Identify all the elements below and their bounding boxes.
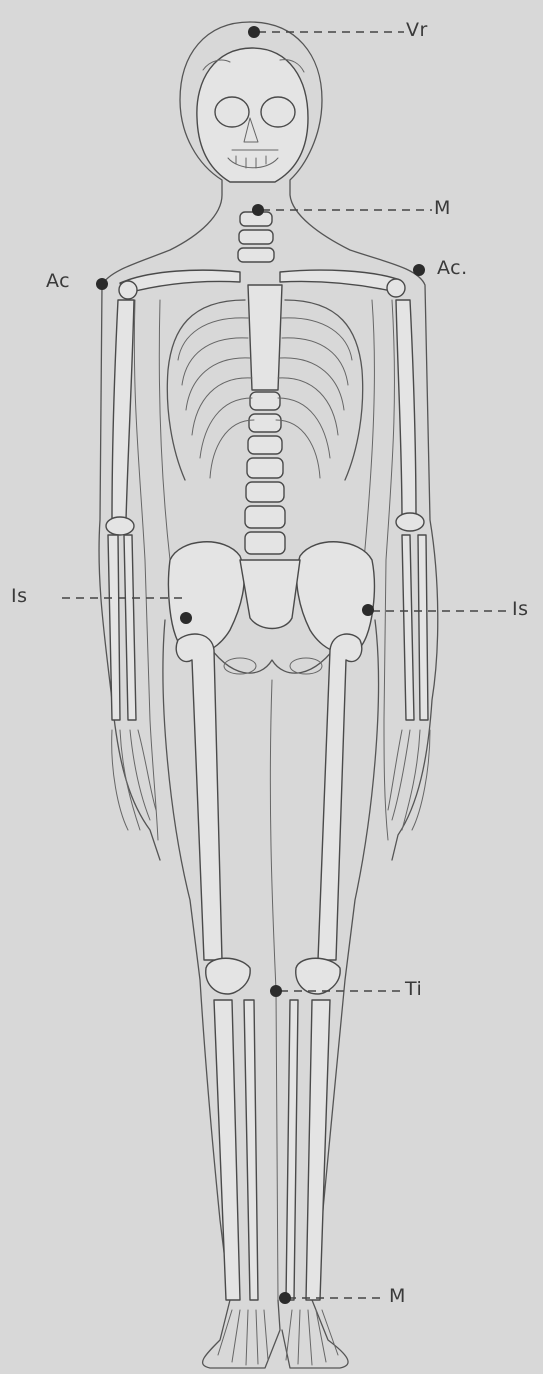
skull <box>197 48 308 182</box>
landmark-tibiale-point <box>270 985 282 997</box>
label-iliac-right: Is <box>512 600 529 619</box>
label-tibiale: Ti <box>405 980 422 999</box>
landmark-acromion-left-point <box>96 278 108 290</box>
landmark-vertex-point <box>248 26 260 38</box>
label-acromion-right: Ac. <box>437 259 468 278</box>
label-menton: M <box>434 199 451 218</box>
leg-bones <box>176 634 362 1365</box>
label-malleolus: M <box>389 1287 406 1306</box>
label-iliac-left: Is <box>11 587 28 606</box>
landmark-malleolus-point <box>279 1292 291 1304</box>
landmark-acromion-right-point <box>413 264 425 276</box>
label-vertex: Vr <box>406 21 428 40</box>
landmark-iliac-left-point <box>180 612 192 624</box>
label-acromion-left: Ac <box>46 272 70 291</box>
landmark-iliac-right-point <box>362 604 374 616</box>
landmark-menton-point <box>252 204 264 216</box>
